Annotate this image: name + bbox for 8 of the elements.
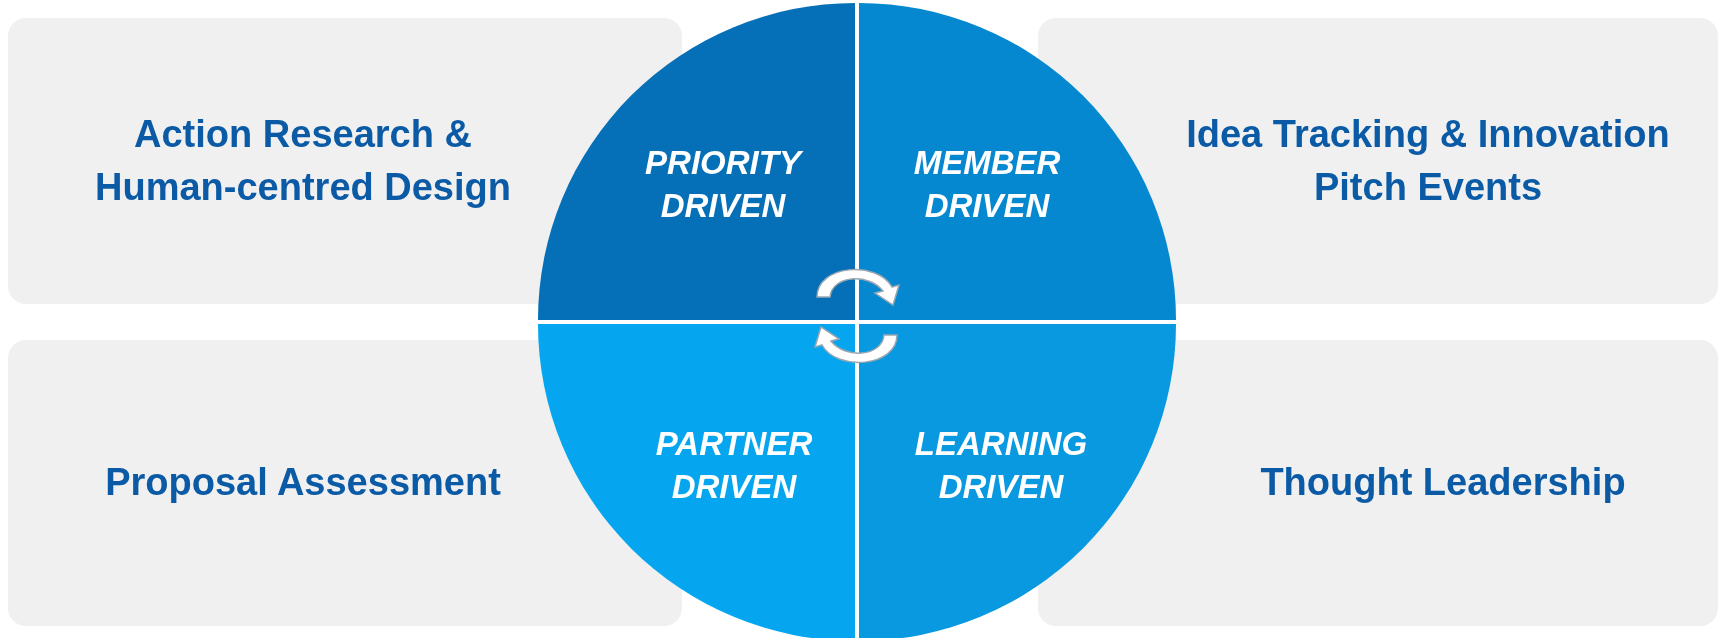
service-label: Idea Tracking & Innovation Pitch Events [1185, 111, 1671, 210]
quadrant-label: MEMBER DRIVEN [912, 143, 1062, 226]
service-label: Thought Leadership [1260, 460, 1626, 506]
service-label: Action Research & Human-centred Design [94, 111, 512, 210]
quadrant-label: PARTNER DRIVEN [654, 424, 814, 507]
quadrant-label: PRIORITY DRIVEN [644, 143, 804, 226]
quadrant-label: LEARNING DRIVEN [913, 424, 1089, 507]
service-label: Proposal Assessment [105, 460, 501, 506]
